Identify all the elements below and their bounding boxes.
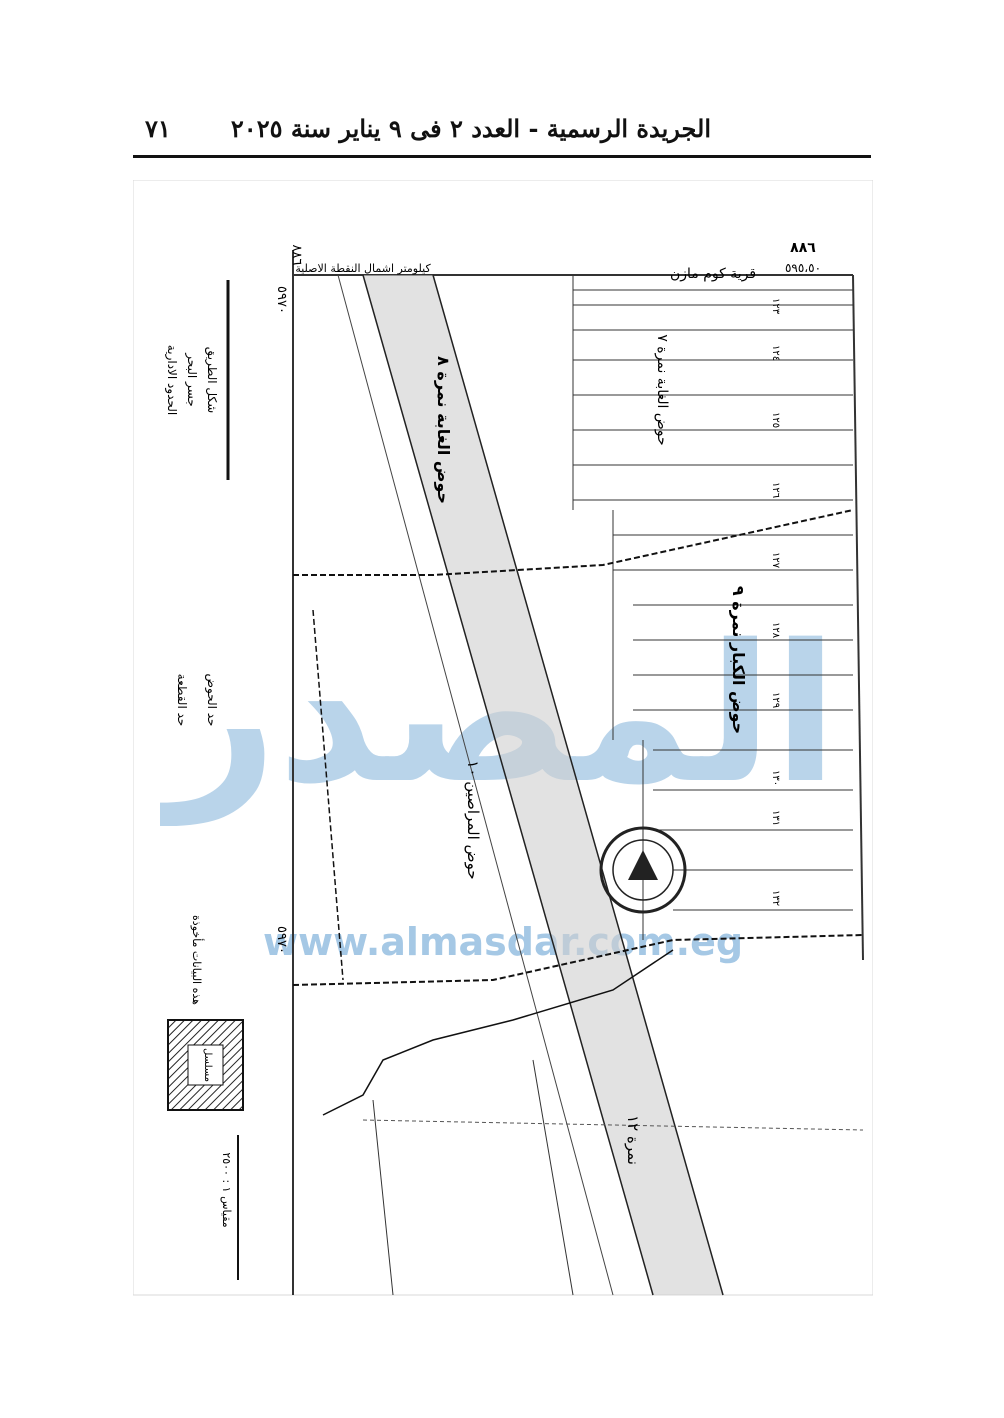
parcel-number: ١٢٧ — [770, 552, 781, 569]
dashed-road-2 — [292, 934, 864, 986]
parcel-number: ١٢٨ — [770, 622, 781, 639]
parcel-lines — [573, 289, 853, 911]
legend-map-box-inner — [187, 1044, 224, 1086]
legend-map-box — [167, 1019, 244, 1111]
top-left-sub: ٥٩٥،٥٠ — [785, 261, 821, 275]
legend-map-box-label: مسلسل — [202, 1048, 213, 1082]
parcel-numbers: ١٢٣ ١٢٤ ١٢٥ ١٢٦ ١٢٧ ١٢٨ ١٢٩ ١٣٠ ١٣١ ١٣٢ — [770, 298, 781, 906]
canal-band — [363, 275, 723, 1295]
parcel-number: ١٣٢ — [770, 890, 781, 906]
page-number: ٧١ — [145, 114, 171, 143]
road-edge — [337, 274, 614, 1296]
basin-label-5: نمرة ١٢ — [624, 1115, 642, 1165]
basin-label-1: حوض الغابة نمرة ٨ — [434, 356, 453, 504]
scale-label: مقياس ١ : ٢٥٠٠ — [220, 1152, 233, 1227]
legend-line-4: حد الحوض — [204, 674, 219, 727]
cadastral-map: المصدر www.almasdar.com.eg — [133, 180, 873, 1296]
left-number: ٨٨٦ — [289, 245, 304, 266]
header-rule — [133, 155, 871, 158]
village-label: قرية كوم مازن — [670, 266, 756, 282]
legend: شكل الطريق جسر البحر الحدود الادارية حد … — [164, 280, 244, 1280]
watermark-url: www.almasdar.com.eg — [263, 920, 743, 964]
map-right-border — [852, 274, 864, 961]
legend-line-1: شكل الطريق — [204, 347, 219, 413]
parcel-number: ١٢٥ — [770, 412, 781, 428]
dashed-road-3 — [312, 609, 344, 981]
legend-line-2: جسر البحر — [184, 352, 199, 407]
dashed-road-1 — [293, 509, 854, 576]
basin-label-4: حوض المراصين ١٠ — [464, 760, 482, 879]
parcel-number: ١٢٤ — [770, 345, 781, 361]
legend-line-5: حد القطعة — [175, 674, 189, 727]
lower-line-a — [372, 1099, 394, 1296]
basin-label-3: حوض الكبار نمرة ٩ — [729, 586, 748, 734]
basin-label-2: حوض الغابة نمرة ٧ — [654, 334, 670, 445]
lower-line-b — [532, 1059, 574, 1296]
lower-dashed — [362, 1119, 864, 1131]
gazette-title: الجريدة الرسمية - العدد ٢ فى ٩ يناير سنة… — [230, 114, 711, 143]
top-left-number: ٨٨٦ — [790, 240, 816, 256]
km-note: كيلومتر اشمال النقطة الاصلية — [295, 262, 431, 275]
parcel-number: ١٣١ — [770, 810, 781, 826]
page-header: ٧١ الجريدة الرسمية - العدد ٢ فى ٩ يناير … — [133, 112, 871, 152]
legend-line-3: الحدود الادارية — [164, 345, 179, 415]
parcel-number: ١٢٩ — [770, 692, 781, 708]
official-seal — [599, 826, 687, 914]
parcel-number: ١٣٠ — [770, 770, 781, 786]
parcel-number: ١٢٣ — [770, 298, 781, 315]
lower-boundary — [322, 949, 674, 1116]
coord-top: ٥٩٧٠ — [274, 286, 289, 314]
coord-bottom: ٥٩٧٠ — [274, 926, 289, 954]
parcel-number: ١٢٦ — [770, 482, 781, 498]
legend-title: هذه البيانات مأخوذة — [190, 915, 205, 1005]
canal-edge-right — [432, 274, 724, 1296]
